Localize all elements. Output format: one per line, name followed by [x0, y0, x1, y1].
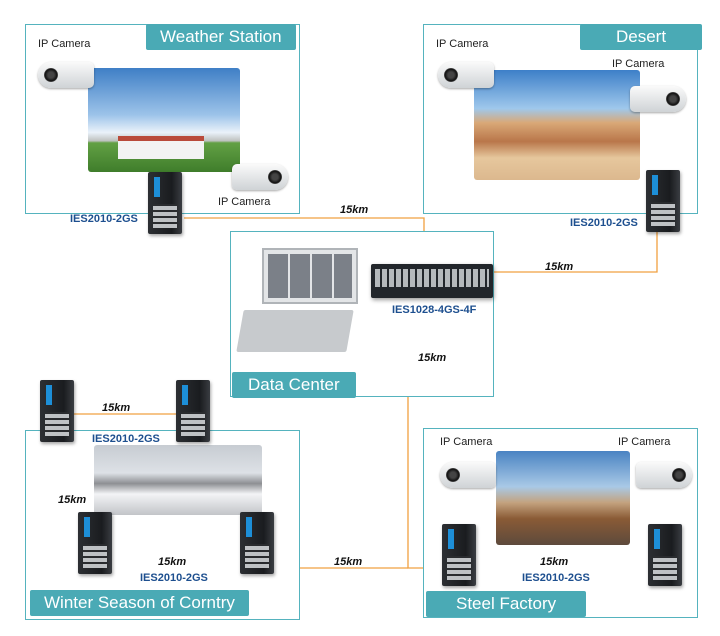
- camera-steel-1: [440, 462, 496, 488]
- label-camera-weather-2: IP Camera: [218, 196, 271, 208]
- switch-winter-bottom-right: [240, 512, 274, 574]
- camera-weather-2: [232, 164, 288, 190]
- distance-winter-core: 15km: [334, 556, 363, 568]
- label-camera-desert-2: IP Camera: [612, 58, 665, 70]
- camera-weather-1: [38, 62, 94, 88]
- camera-desert-2: [630, 86, 686, 112]
- switch-winter-bottom-left: [78, 512, 112, 574]
- photo-winter: [94, 445, 262, 515]
- switch-steel-left: [442, 524, 476, 586]
- distance-winter-bottom: 15km: [158, 556, 187, 568]
- label-switch-desert: IES2010-2GS: [570, 217, 638, 229]
- site-title-winter: Winter Season of Corntry: [30, 590, 249, 616]
- distance-weather-core: 15km: [340, 204, 369, 216]
- label-camera-weather-1: IP Camera: [38, 38, 91, 50]
- distance-steel-bottom: 15km: [540, 556, 569, 568]
- switch-desert: [646, 170, 680, 232]
- label-switch-winter-bottom: IES2010-2GS: [140, 572, 208, 584]
- switch-winter-top-left: [40, 380, 74, 442]
- site-title-weather-station: Weather Station: [146, 24, 296, 50]
- distance-winter-left: 15km: [58, 494, 87, 506]
- label-camera-steel-2: IP Camera: [618, 436, 671, 448]
- control-console: [236, 310, 354, 352]
- switch-winter-top-right: [176, 380, 210, 442]
- label-switch-steel: IES2010-2GS: [522, 572, 590, 584]
- switch-steel-right: [648, 524, 682, 586]
- camera-desert-1: [438, 62, 494, 88]
- switch-core: [371, 264, 493, 298]
- photo-desert: [474, 70, 640, 180]
- label-switch-weather: IES2010-2GS: [70, 213, 138, 225]
- site-title-data-center: Data Center: [232, 372, 356, 398]
- label-camera-steel-1: IP Camera: [440, 436, 493, 448]
- distance-desert-core: 15km: [545, 261, 574, 273]
- switch-weather: [148, 172, 182, 234]
- label-switch-core: IES1028-4GS-4F: [392, 304, 477, 316]
- photo-weather-station: [88, 68, 240, 172]
- label-camera-desert-1: IP Camera: [436, 38, 489, 50]
- distance-winter-top: 15km: [102, 402, 131, 414]
- camera-steel-2: [636, 462, 692, 488]
- site-title-desert: Desert: [580, 24, 703, 50]
- site-title-steel-factory: Steel Factory: [426, 591, 587, 617]
- video-wall: [262, 248, 358, 304]
- label-switch-winter-top: IES2010-2GS: [92, 433, 160, 445]
- photo-steel-factory: [496, 451, 630, 545]
- distance-core-steel: 15km: [418, 352, 447, 364]
- building-shape: [118, 136, 204, 159]
